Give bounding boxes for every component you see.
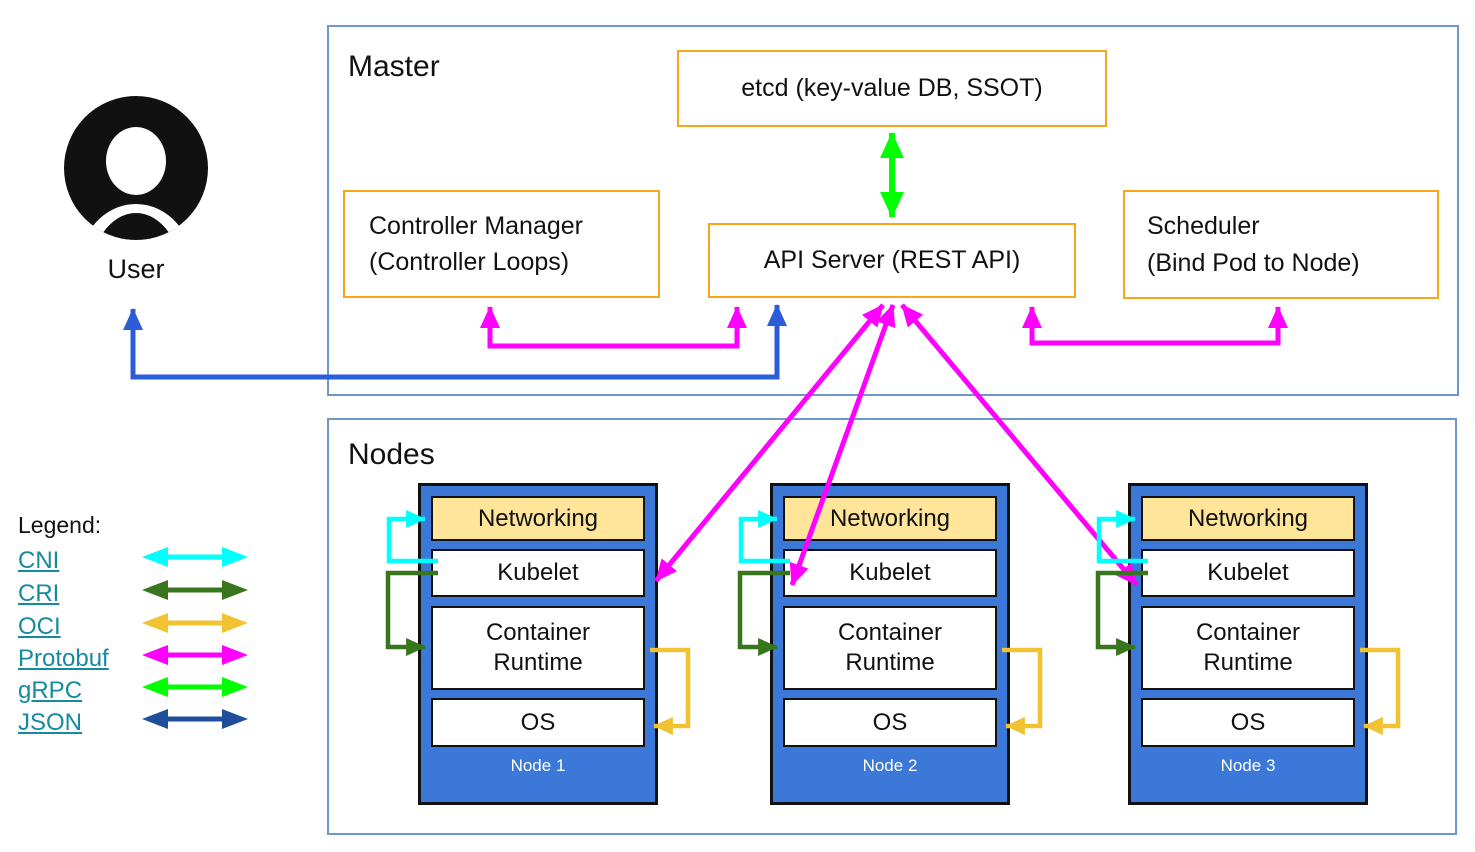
node3-name: Node 3 — [1220, 756, 1276, 775]
legend-arrow-grpc — [142, 677, 248, 697]
legend-arrow-cni — [142, 547, 248, 567]
api-server-box: API Server (REST API) — [708, 223, 1076, 298]
legend-arrow-protobuf — [142, 645, 248, 665]
node2-layer-kubelet: Kubelet — [783, 549, 997, 597]
node-stack-2: Networking Kubelet Container Runtime OS … — [770, 483, 1010, 805]
node2-layer-os: OS — [783, 698, 997, 747]
controller-manager-box: Controller Manager (Controller Loops) — [343, 190, 660, 298]
node1-layer-container-runtime: Container Runtime — [431, 606, 645, 690]
node3-layer-container-runtime: Container Runtime — [1141, 606, 1355, 690]
node2-layer-networking: Networking — [783, 496, 997, 541]
user-label: User — [107, 254, 165, 284]
node3-layer-networking: Networking — [1141, 496, 1355, 541]
scheduler-line2: (Bind Pod to Node) — [1147, 248, 1360, 277]
node2-layer-container-runtime: Container Runtime — [783, 606, 997, 690]
legend-link-protobuf[interactable]: Protobuf — [18, 645, 109, 672]
legend-link-grpc[interactable]: gRPC — [18, 677, 83, 704]
user-icon — [64, 96, 208, 240]
legend-row-oci: OCI — [18, 611, 61, 643]
legend-link-json[interactable]: JSON — [18, 709, 83, 736]
legend-link-cni[interactable]: CNI — [18, 547, 60, 574]
nodes-title: Nodes — [348, 438, 435, 471]
node1-layer-kubelet: Kubelet — [431, 549, 645, 597]
node3-layer-kubelet: Kubelet — [1141, 549, 1355, 597]
scheduler-line1: Scheduler — [1147, 212, 1260, 241]
legend-arrow-cri — [142, 580, 248, 600]
legend-row-cni: CNI — [18, 545, 59, 577]
legend-link-cri[interactable]: CRI — [18, 580, 60, 607]
legend-link-oci[interactable]: OCI — [18, 613, 61, 640]
node-stack-3: Networking Kubelet Container Runtime OS … — [1128, 483, 1368, 805]
node1-layer-networking: Networking — [431, 496, 645, 541]
node3-layer-os: OS — [1141, 698, 1355, 747]
legend-title: Legend: — [18, 512, 102, 538]
node-stack-1: Networking Kubelet Container Runtime OS … — [418, 483, 658, 805]
legend-row-cri: CRI — [18, 578, 59, 610]
controller-manager-line1: Controller Manager — [369, 211, 583, 240]
controller-manager-line2: (Controller Loops) — [369, 248, 570, 276]
scheduler-box: Scheduler (Bind Pod to Node) — [1123, 190, 1439, 299]
node1-layer-os: OS — [431, 698, 645, 747]
node1-name: Node 1 — [510, 756, 566, 775]
legend-arrow-oci — [142, 613, 248, 633]
legend-row-json: JSON — [18, 707, 82, 739]
legend-row-protobuf: Protobuf — [18, 643, 109, 675]
legend-row-grpc: gRPC — [18, 675, 82, 707]
node2-name: Node 2 — [862, 756, 918, 775]
legend-arrow-json — [142, 709, 248, 729]
etcd-box: etcd (key-value DB, SSOT) — [677, 50, 1107, 127]
master-title: Master — [348, 50, 440, 83]
